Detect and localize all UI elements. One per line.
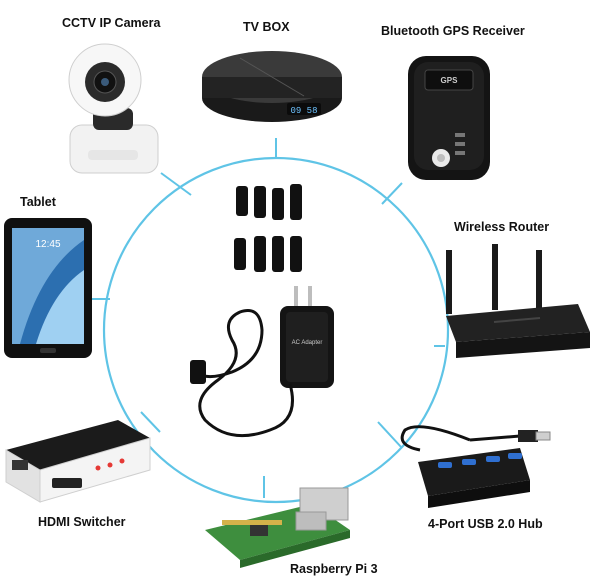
gps-receiver-image: GPS	[408, 56, 490, 180]
gps-device-text: GPS	[441, 76, 459, 85]
spokes	[92, 138, 445, 498]
label-tablet: Tablet	[20, 195, 56, 209]
tv-box-display-text: 09 58	[290, 106, 317, 116]
spoke-gps	[381, 182, 403, 205]
tv-box-image: 09 58	[202, 51, 342, 122]
label-tv-box: TV BOX	[243, 20, 290, 34]
label-wireless-router: Wireless Router	[454, 220, 550, 234]
spoke-usbhub	[377, 421, 403, 449]
raspberry-pi-image	[205, 487, 350, 568]
label-bluetooth-gps-receiver: Bluetooth GPS Receiver	[381, 24, 525, 38]
plug-tips-image	[234, 184, 302, 272]
label-cctv-ip-camera: CCTV IP Camera	[62, 16, 161, 30]
label-raspberry-pi-3: Raspberry Pi 3	[290, 562, 378, 576]
spoke-hdmi	[140, 411, 161, 433]
label-usb-hub: 4-Port USB 2.0 Hub	[428, 517, 543, 531]
ac-adapter-image: AC Adapter	[190, 286, 334, 438]
tablet-image: 12:45	[4, 218, 92, 358]
usb-hub-image	[400, 425, 551, 508]
tablet-screen-time: 12:45	[35, 239, 60, 250]
cctv-camera-image	[68, 43, 159, 174]
adapter-plate-text: AC Adapter	[292, 340, 323, 346]
label-hdmi-switcher: HDMI Switcher	[38, 515, 126, 529]
hdmi-switcher-image	[5, 420, 151, 503]
spoke-cctv	[160, 172, 192, 196]
wireless-router-image	[446, 244, 590, 358]
